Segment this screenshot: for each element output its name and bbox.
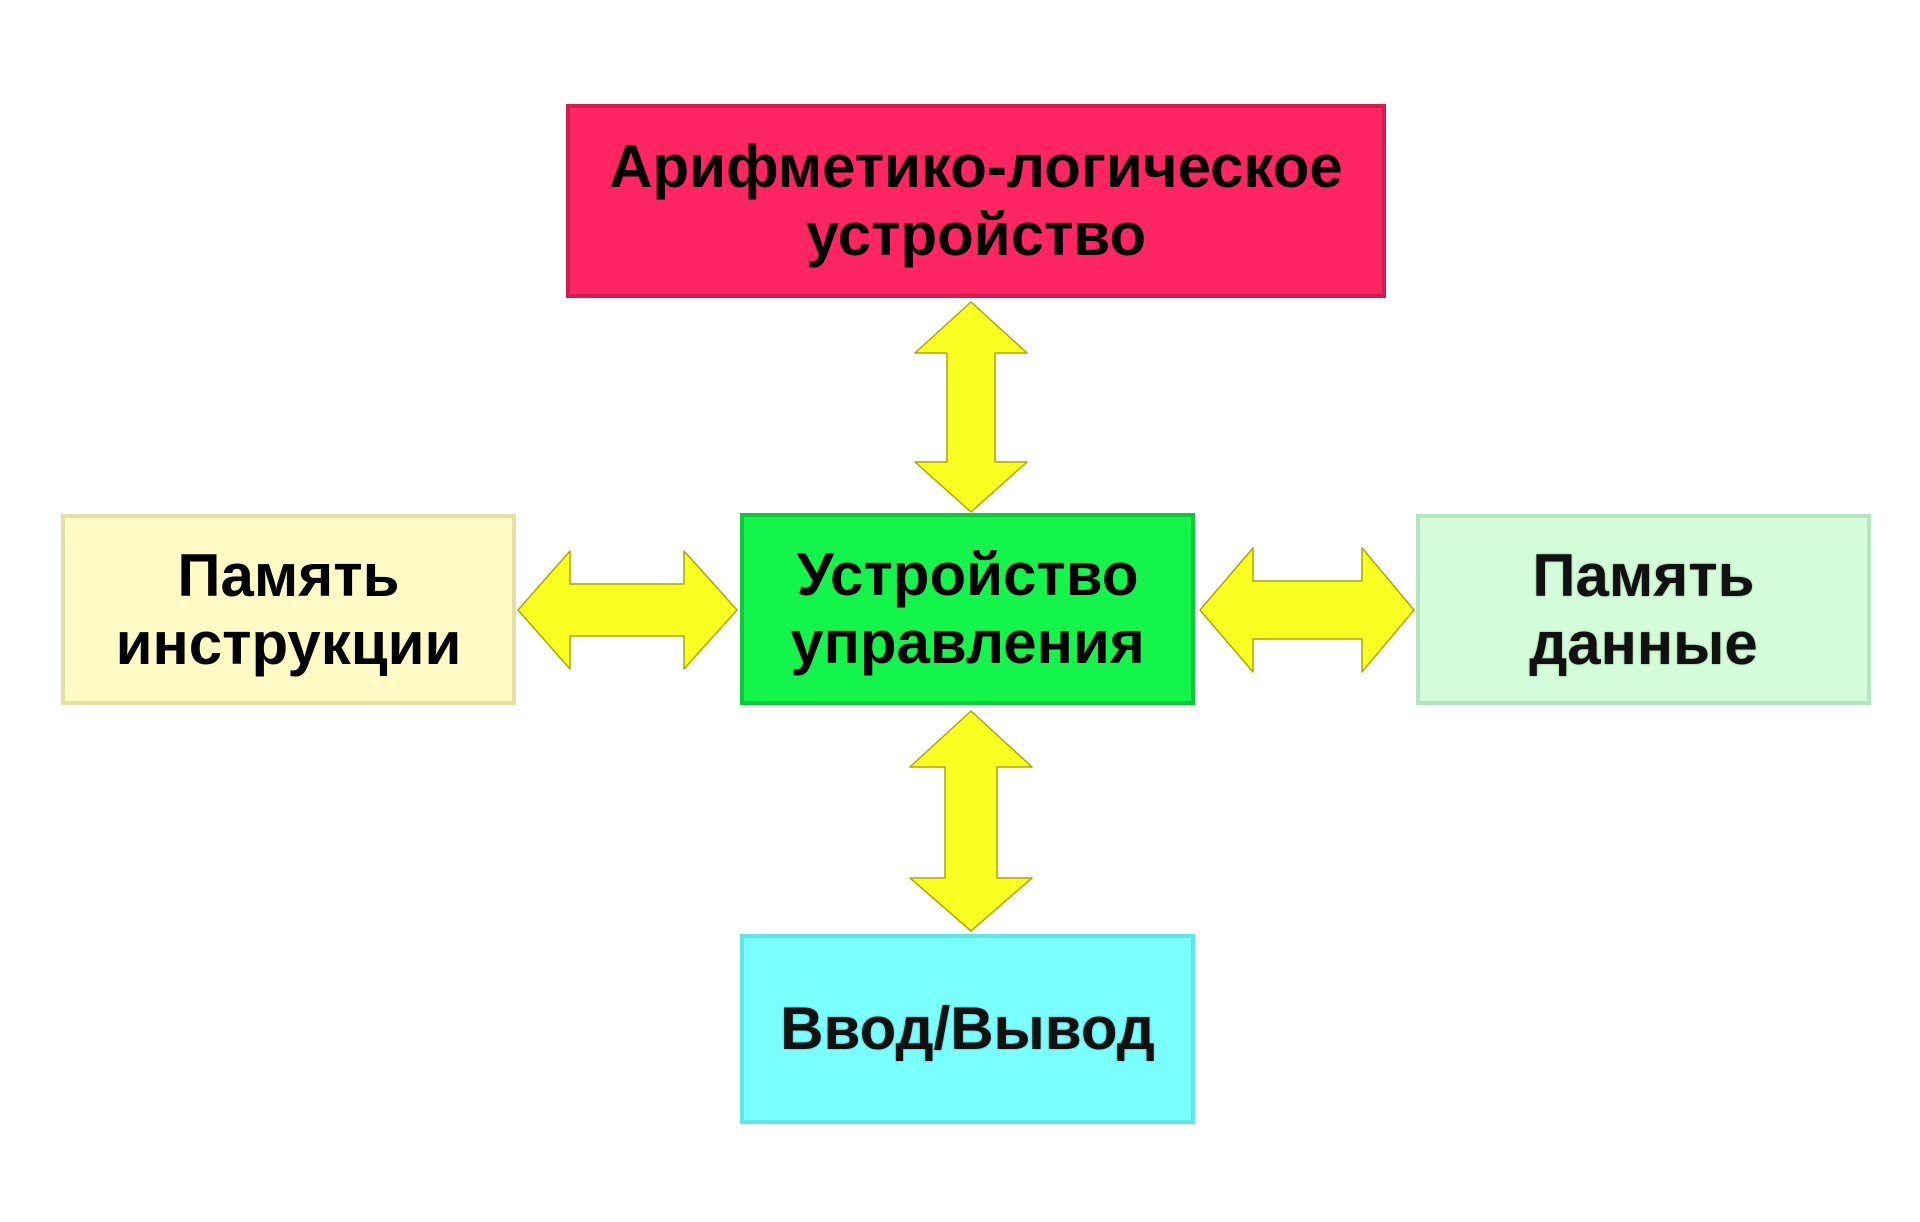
arrow-control-io (909, 710, 1033, 932)
alu-label: Арифметико-логическое устройство (609, 133, 1343, 268)
instruction-memory-label: Память инструкции (115, 541, 462, 677)
arrow-alu-control (914, 301, 1028, 513)
alu-block: Арифметико-логическое устройство (566, 104, 1386, 298)
control-unit-block: Устройство управления (740, 513, 1195, 705)
control-unit-label: Устройство управления (790, 541, 1145, 676)
arrow-control-dmem (1199, 547, 1415, 673)
data-memory-label: Память данные (1529, 541, 1758, 677)
data-memory-block: Память данные (1416, 514, 1871, 705)
instruction-memory-block: Память инструкции (61, 514, 516, 705)
arrow-imem-control (517, 550, 738, 670)
io-block: Ввод/Вывод (740, 934, 1195, 1124)
io-label: Ввод/Вывод (780, 995, 1155, 1062)
